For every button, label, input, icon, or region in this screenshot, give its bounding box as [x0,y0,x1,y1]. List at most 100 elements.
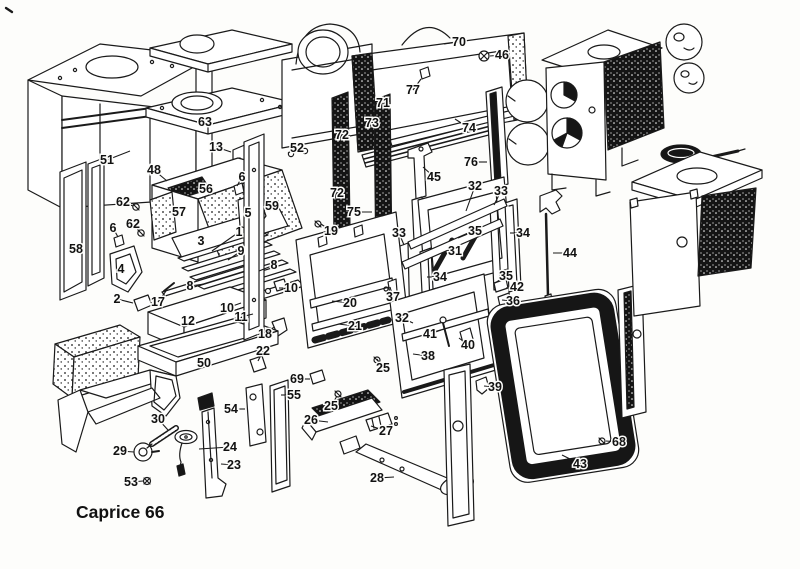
part-top-plates-63 [145,29,297,135]
part-disc-covers [665,23,705,94]
leader-line-37 [389,286,394,298]
part-panel-55 [269,379,291,493]
part-label-57: 57 [172,205,186,219]
part-screw-68 [598,437,606,445]
part-label-37: 37 [386,290,400,304]
leader-line-32 [465,185,476,212]
part-label-31: 31 [448,244,462,258]
leader-line-26 [310,419,329,423]
drawing-layer [4,6,763,527]
part-label-1: 1 [236,225,243,239]
part-label-40: 40 [461,338,475,352]
part-label-3: 3 [198,234,205,248]
part-label-35: 35 [499,269,513,283]
leader-line-23 [220,463,235,466]
part-label-26: 26 [304,413,318,427]
part-label-34: 34 [433,270,447,284]
assembled-stove [541,29,665,197]
part-ash-lip-26 [301,389,383,441]
part-label-20: 20 [343,296,357,310]
leader-line-72 [336,123,343,136]
part-label-69: 69 [290,372,304,386]
part-label-6: 6 [239,170,246,184]
part-label-70: 70 [452,35,466,49]
leader-line-41 [429,329,442,335]
leader-line-28 [376,476,395,479]
leader-line-19 [320,223,332,232]
part-label-56: 56 [199,182,213,196]
part-clip-77 [419,66,431,80]
part-label-58: 58 [69,242,83,256]
part-label-10: 10 [284,281,298,295]
part-frame-50 [137,316,279,377]
leader-line-1 [211,231,240,252]
part-plate-54 [245,383,267,447]
part-screw-25a [373,356,381,364]
leader-line-46 [489,54,503,57]
part-label-62: 62 [126,217,140,231]
part-label-55: 55 [287,388,301,402]
part-label-27: 27 [379,424,393,438]
part-label-75: 75 [347,205,361,219]
leader-line-27 [370,425,387,432]
leader-line-25 [330,395,338,407]
leader-line-73 [371,122,386,127]
part-label-46: 46 [495,48,509,62]
part-label-71: 71 [376,96,390,110]
leader-line-45 [422,166,435,178]
leader-line-24 [198,446,231,450]
part-clip-40 [459,327,474,344]
leader-line-43 [561,454,581,465]
part-label-18: 18 [258,327,272,341]
part-label-29: 29 [113,444,127,458]
part-label-76: 76 [464,155,478,169]
part-label-45: 45 [427,170,441,184]
part-label-62: 62 [116,195,130,209]
part-spring-30 [146,425,179,449]
part-arch-panel [281,23,373,149]
part-plank-34a [504,198,522,293]
part-label-13: 13 [209,140,223,154]
part-label-24: 24 [223,440,237,454]
part-bracket-22 [249,355,267,373]
part-label-22: 22 [256,344,270,358]
part-label-42: 42 [510,280,524,294]
leader-line-51 [106,150,131,161]
part-screw-25b [334,390,342,398]
part-knob-29 [133,442,160,462]
part-label-50: 50 [197,356,211,370]
part-firebrick [52,324,141,399]
part-label-43: 43 [573,457,587,471]
part-panel-57 [149,191,177,241]
part-label-35: 35 [468,224,482,238]
part-flap-4 [109,245,143,293]
part-label-23: 23 [227,458,241,472]
leader-line-33 [398,232,405,246]
part-door-43 [486,288,640,483]
part-bracket-36 [497,292,512,307]
leader-line-30 [157,418,169,431]
part-panel-with-hole [443,363,475,527]
part-label-33: 33 [392,226,406,240]
part-label-74: 74 [462,121,476,135]
part-label-11: 11 [234,310,247,324]
leader-line-77 [412,78,422,91]
part-baffle-bottom-left [57,369,181,453]
part-label-8: 8 [271,258,278,272]
leader-line-36 [501,299,514,302]
leader-line-9 [227,250,242,261]
leader-line-21 [337,323,356,327]
leader-line-35 [494,275,507,284]
part-screw-53 [142,476,152,486]
part-rod-41 [439,316,450,347]
leader-line-25 [376,358,384,369]
part-knob-46 [478,50,490,62]
leader-line-42 [505,286,518,289]
leader-line-40 [458,337,469,346]
leader-line-17 [157,290,167,303]
part-label-28: 28 [370,471,384,485]
part-hook-37 [383,278,398,295]
part-label-4: 4 [118,262,125,276]
